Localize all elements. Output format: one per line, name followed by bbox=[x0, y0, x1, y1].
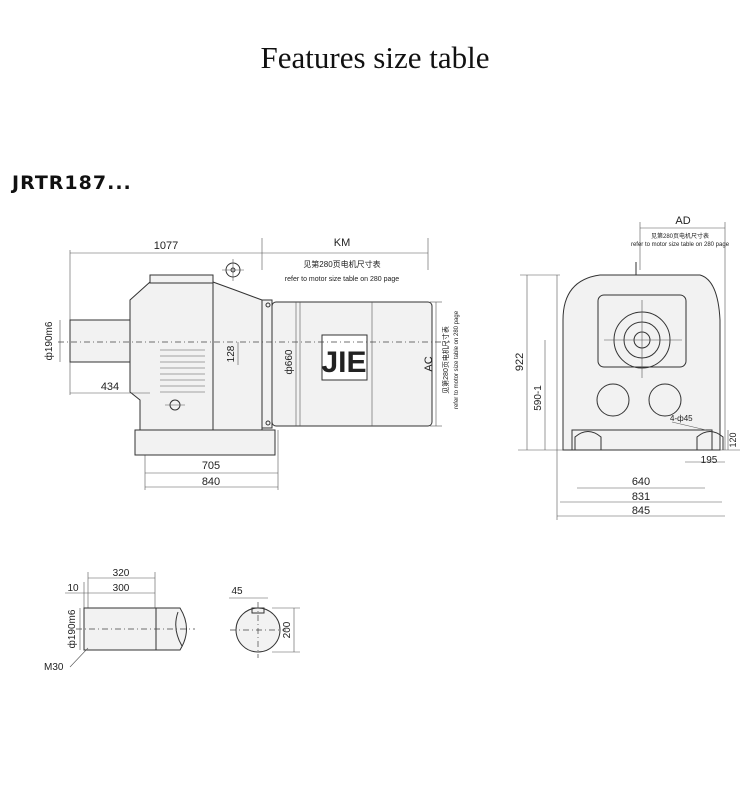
brand-logo: JIE bbox=[321, 346, 366, 379]
dim-total-length: 1077 bbox=[154, 240, 178, 252]
dim-10: 10 bbox=[67, 583, 79, 594]
dim-845: 845 bbox=[632, 505, 650, 517]
dim-120: 120 bbox=[728, 432, 738, 447]
dim-ad: AD bbox=[675, 215, 690, 227]
dim-km: KM bbox=[334, 237, 351, 249]
dim-320: 320 bbox=[113, 568, 130, 579]
note-en-side: refer to motor size table on 280 page bbox=[285, 276, 400, 283]
dim-shaft-dia: ф190m6 bbox=[43, 321, 55, 360]
dim-434: 434 bbox=[101, 381, 119, 393]
dim-640: 640 bbox=[632, 476, 650, 488]
dim-holes: 4-ф45 bbox=[670, 414, 693, 423]
page-title: Features size table bbox=[260, 40, 490, 75]
note-cn-side: 见第280页电机尺寸表 bbox=[303, 259, 380, 269]
dim-922: 922 bbox=[514, 353, 526, 371]
note-en-front: refer to motor size table on 280 page bbox=[631, 242, 730, 248]
dim-831: 831 bbox=[632, 491, 650, 503]
front-view: AD 见第280页电机尺寸表 refer to motor size table… bbox=[514, 215, 740, 520]
dim-128: 128 bbox=[226, 345, 237, 362]
side-view: JIE 1077 KM 见第280页电机尺寸表 refer to motor s… bbox=[43, 237, 460, 490]
shaft-detail: 320 10 300 ф190m6 M30 bbox=[44, 568, 195, 673]
model-code: JRTR187... bbox=[12, 172, 132, 194]
dim-45: 45 bbox=[231, 586, 243, 597]
dim-300: 300 bbox=[113, 583, 130, 594]
note-en-ac: refer to motor size table on 280 page bbox=[454, 310, 460, 409]
dim-840: 840 bbox=[202, 476, 220, 488]
dim-ac: AC bbox=[423, 356, 435, 371]
dim-m30: M30 bbox=[44, 662, 64, 673]
dim-705: 705 bbox=[202, 460, 220, 472]
key-detail: 45 200 bbox=[229, 586, 300, 658]
note-cn-front: 见第280页电机尺寸表 bbox=[651, 232, 709, 240]
dim-200: 200 bbox=[282, 621, 293, 638]
dim-motor-dia: ф660 bbox=[283, 349, 295, 374]
note-cn-ac: 见第280页电机尺寸表 bbox=[441, 326, 450, 394]
dim-590: 590-1 bbox=[533, 385, 544, 411]
dim-shaft-detail-dia: ф190m6 bbox=[66, 609, 78, 648]
dim-195: 195 bbox=[701, 455, 718, 466]
